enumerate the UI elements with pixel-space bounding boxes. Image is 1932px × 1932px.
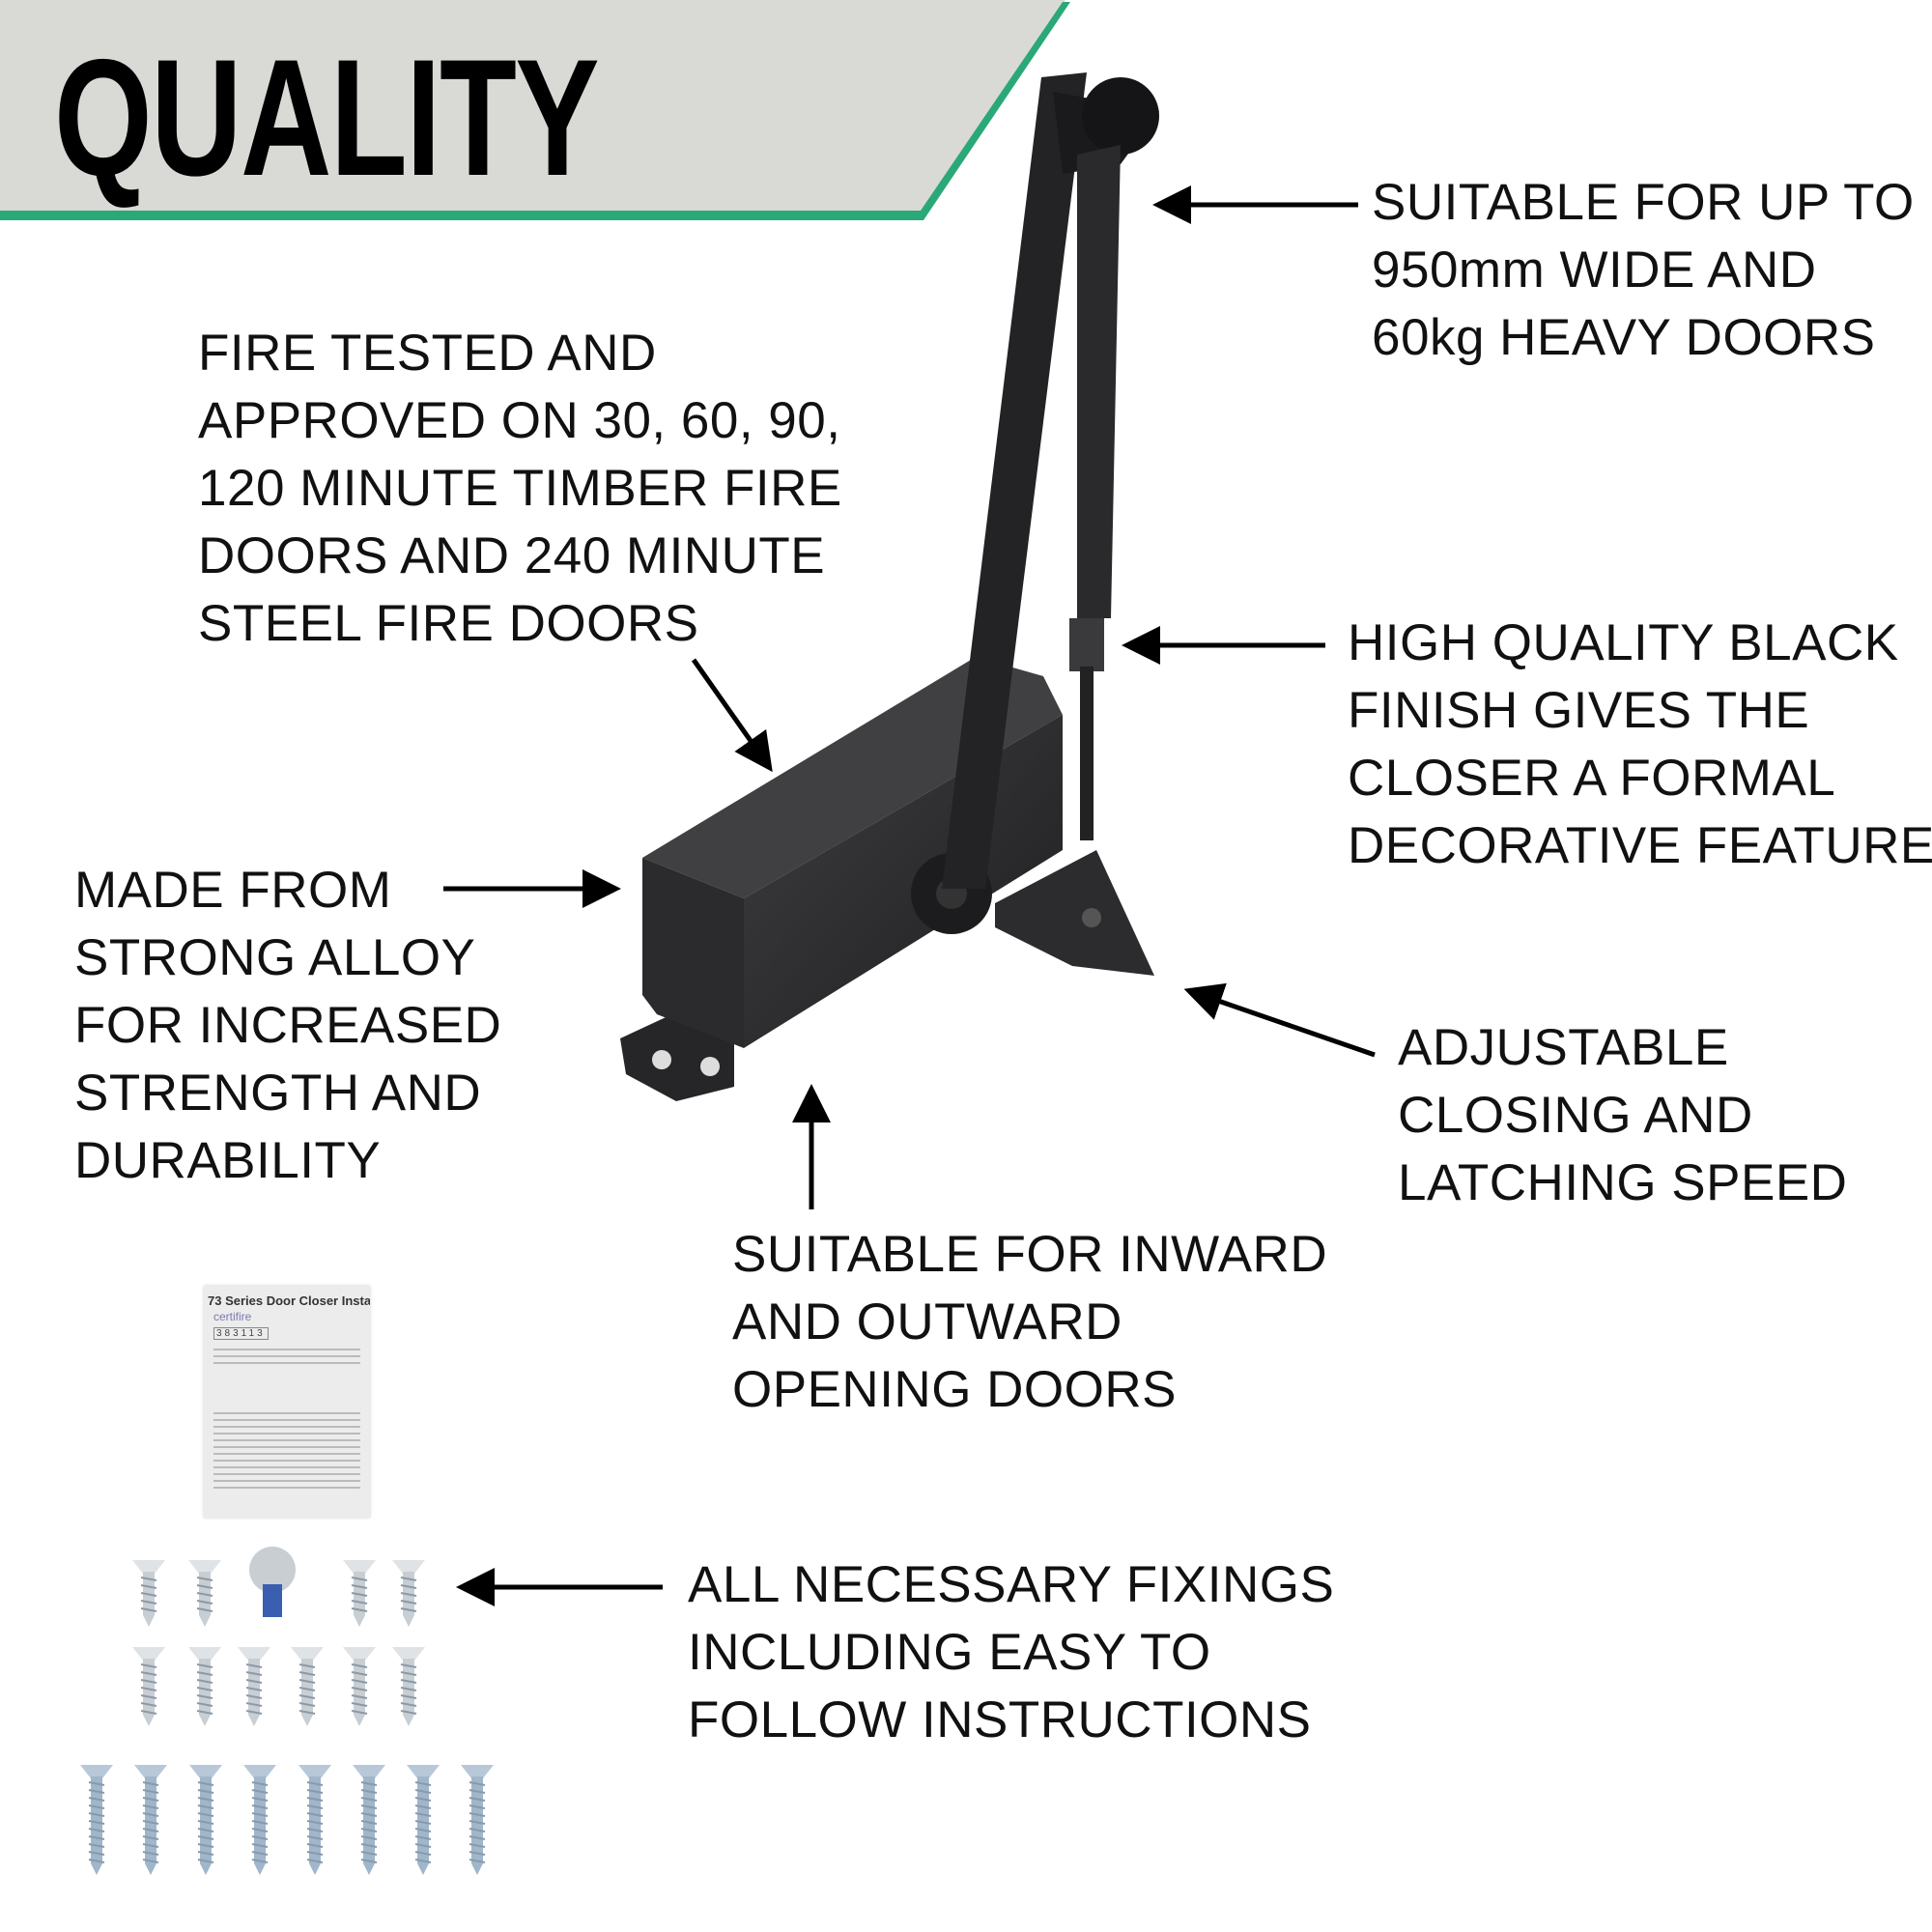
caption-fixings: ALL NECESSARY FIXINGS INCLUDING EASY TO … (688, 1551, 1334, 1754)
caption-line: OPENING DOORS (732, 1361, 1178, 1418)
screw-icon (343, 1647, 376, 1726)
certifire-logo: certifire (213, 1310, 252, 1323)
door-closer-arm (942, 72, 1159, 976)
caption-door-size: SUITABLE FOR UP TO 950mm WIDE AND 60kg H… (1372, 169, 1915, 372)
caption-line: STRONG ALLOY (74, 929, 476, 986)
caption-line: MADE FROM (74, 862, 392, 919)
caption-line: ALL NECESSARY FIXINGS (688, 1556, 1335, 1613)
caption-direction: SUITABLE FOR INWARD AND OUTWARD OPENING … (732, 1221, 1327, 1424)
screw-icon (134, 1765, 167, 1875)
caption-line: SUITABLE FOR UP TO (1372, 174, 1915, 231)
caption-line: STRENGTH AND (74, 1065, 482, 1122)
caption-line: DECORATIVE FEATURE (1348, 817, 1932, 874)
screw-icon (188, 1560, 221, 1627)
caption-line: CLOSER A FORMAL (1348, 750, 1836, 807)
caption-line: LATCHING SPEED (1398, 1154, 1848, 1211)
bolt-icon (249, 1547, 296, 1617)
caption-line: FOLLOW INSTRUCTIONS (688, 1691, 1312, 1748)
arrow-adjustable (1183, 982, 1376, 1058)
screw-icon (238, 1647, 270, 1726)
caption-line: ADJUSTABLE (1398, 1019, 1729, 1076)
caption-line: FINISH GIVES THE (1348, 682, 1810, 739)
caption-line: SUITABLE FOR INWARD (732, 1226, 1328, 1283)
caption-line: DURABILITY (74, 1132, 382, 1189)
caption-adjustable: ADJUSTABLE CLOSING AND LATCHING SPEED (1398, 1014, 1847, 1217)
screw-icon (243, 1765, 276, 1875)
cert-number: 383113 (213, 1327, 269, 1340)
screw-icon (188, 1647, 221, 1726)
screw-icon (353, 1765, 385, 1875)
caption-line: 950mm WIDE AND (1372, 242, 1817, 298)
screw-icon (189, 1765, 222, 1875)
caption-line: AND OUTWARD (732, 1293, 1122, 1350)
screw-icon (343, 1560, 376, 1627)
caption-material: MADE FROM STRONG ALLOY FOR INCREASED STR… (74, 857, 501, 1195)
caption-line: APPROVED ON 30, 60, 90, (198, 392, 841, 449)
caption-line: HIGH QUALITY BLACK (1348, 614, 1899, 671)
caption-line: STEEL FIRE DOORS (198, 595, 699, 652)
screw-icon (392, 1560, 425, 1627)
screw-icon (291, 1647, 324, 1726)
instruction-sheet-title: 73 Series Door Closer Installa (208, 1293, 370, 1308)
caption-line: FIRE TESTED AND (198, 325, 657, 382)
caption-line: INCLUDING EASY TO (688, 1624, 1211, 1681)
arrow-fire-tested (691, 658, 773, 773)
screw-icon (132, 1647, 165, 1726)
page-title: QUALITY (54, 25, 600, 211)
caption-line: CLOSING AND (1398, 1087, 1753, 1144)
caption-line: 60kg HEAVY DOORS (1372, 309, 1876, 366)
caption-line: DOORS AND 240 MINUTE (198, 527, 826, 584)
caption-line: FOR INCREASED (74, 997, 502, 1054)
callout-arrows (443, 185, 1376, 1606)
header-banner (0, 0, 1070, 220)
screw-icon (132, 1560, 165, 1627)
screw-icon (461, 1765, 494, 1875)
instruction-sheet: 73 Series Door Closer Installa certifire… (204, 1286, 370, 1518)
screw-icon (298, 1765, 331, 1875)
screw-icon (392, 1647, 425, 1726)
fixings-screws (80, 1547, 494, 1875)
caption-fire-tested: FIRE TESTED AND APPROVED ON 30, 60, 90, … (198, 320, 842, 658)
screw-icon (407, 1765, 440, 1875)
screw-icon (80, 1765, 113, 1875)
caption-black-finish: HIGH QUALITY BLACK FINISH GIVES THE CLOS… (1348, 610, 1932, 880)
caption-line: 120 MINUTE TIMBER FIRE (198, 460, 842, 517)
